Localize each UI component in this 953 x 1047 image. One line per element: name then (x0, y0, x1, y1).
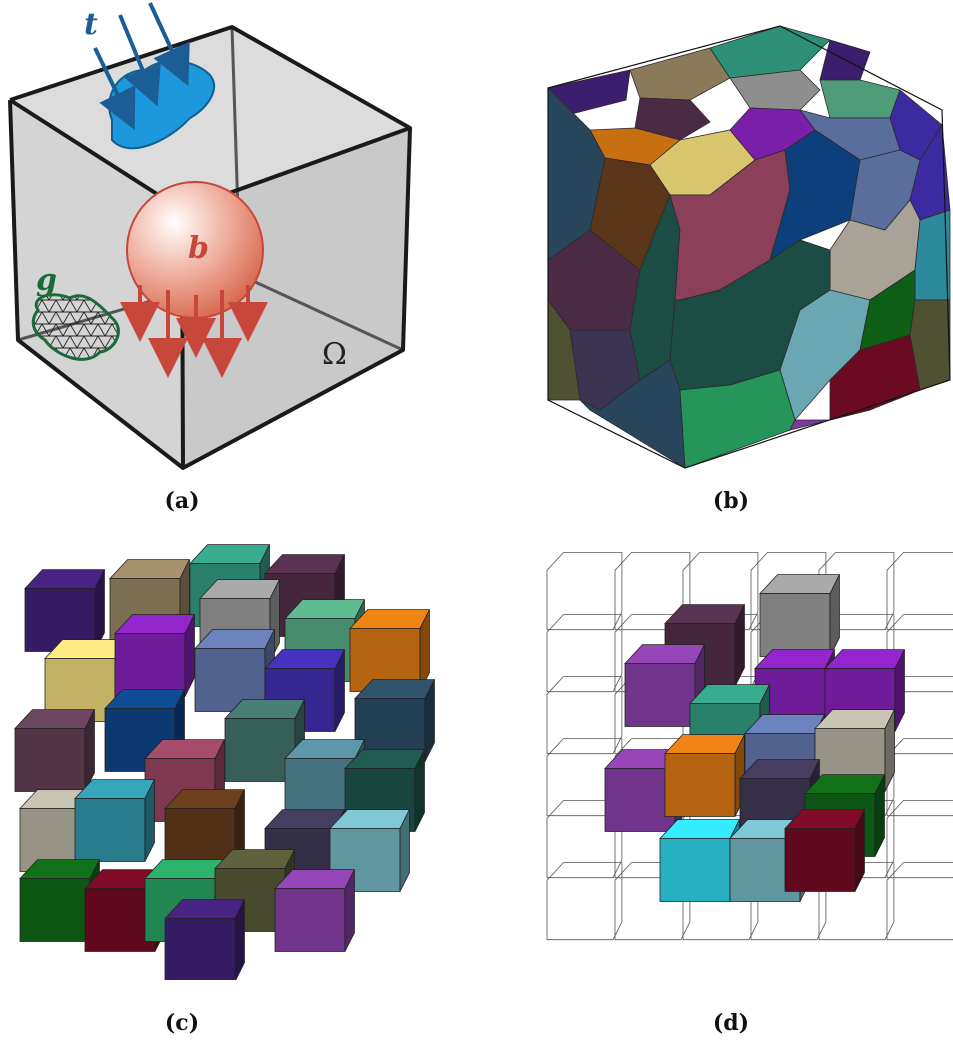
traction-label: t (84, 7, 98, 42)
grain-c (114, 614, 196, 697)
cube-front-face (10, 100, 183, 468)
traction-arrows (93, 2, 190, 130)
subdomain-mesh (31, 293, 120, 361)
grain-c (349, 609, 431, 692)
grain-d (659, 819, 741, 902)
body-force-arrows (120, 285, 268, 378)
panel-a-schematic: t b g Ω (8, 2, 412, 470)
caption-c: (c) (164, 1010, 200, 1036)
caption-d: (d) (712, 1010, 750, 1036)
cube-b-front-face (547, 87, 686, 469)
body-force-label: b (188, 231, 209, 266)
cube-b-right-face (669, 123, 951, 469)
caption-b: (b) (712, 488, 750, 514)
grain-wireframe (886, 738, 953, 817)
grain-wireframe (546, 800, 623, 879)
grain-wireframe (546, 614, 623, 693)
grain-wireframe (546, 862, 623, 941)
grain-wireframe (546, 552, 623, 631)
grain-c (354, 679, 436, 762)
cube-b-top-face (547, 25, 943, 196)
panel-d-wireframe-grains (546, 552, 953, 941)
grain-d (759, 574, 841, 657)
grain-wireframe (614, 862, 691, 941)
grain-wireframe (886, 800, 953, 879)
panel-b-polycrystal (547, 25, 951, 469)
grain-c (224, 699, 306, 782)
grain-d (664, 734, 746, 817)
caption-a: (a) (164, 488, 200, 514)
grain-wireframe (886, 862, 953, 941)
grain-wireframe (546, 676, 623, 755)
grain-c (284, 739, 366, 822)
grain-c (164, 899, 246, 980)
grain-d (784, 809, 866, 892)
grain-c (274, 869, 356, 952)
grain-wireframe (886, 552, 953, 631)
subdomain-label: g (36, 263, 57, 298)
grain-c (74, 779, 156, 862)
grain-c (24, 569, 106, 652)
grain-c (14, 709, 96, 792)
grain-d (814, 709, 896, 792)
domain-label: Ω (322, 337, 347, 372)
cube-b-outline (547, 25, 951, 469)
panel-c-exploded-grains (14, 544, 436, 980)
